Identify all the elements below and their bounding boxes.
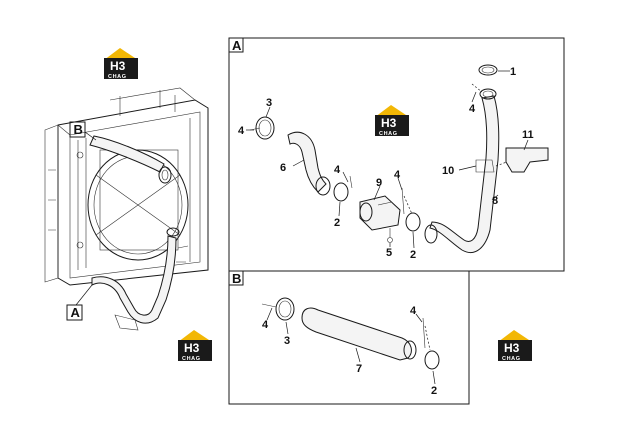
svg-text:CHAG: CHAG [502,356,521,362]
panel-a-label-5: 6 [280,162,286,174]
svg-text:CHAG: CHAG [379,131,398,137]
panel-a-label-3: 3 [266,97,272,109]
overview-callout-a: A [66,284,93,321]
svg-text:H3: H3 [110,59,126,73]
callout-b-letter: B [74,122,83,137]
radiator-overview [44,87,209,331]
panel-a-label-1: 1 [510,66,516,78]
panel-b-label-2: 3 [284,335,290,347]
watermark-logo-bottom-right: H3 CHAG [498,330,532,362]
panel-a-label-9: 2 [334,217,340,229]
panel-b-label-4: 7 [356,363,362,375]
panel-a-label-4: 4 [238,125,245,137]
svg-text:H3: H3 [504,341,520,355]
panel-a-label-6: 4 [334,164,341,176]
svg-text:CHAG: CHAG [182,356,201,362]
panel-a-label-13: 11 [522,129,534,141]
watermark-logo-top-left: H3 CHAG [104,48,138,80]
panel-a-label-11: 2 [410,249,416,261]
panel-a: A [228,37,565,272]
panel-b: B 4 3 4 7 2 [228,270,470,405]
panel-a-label-14: 8 [492,195,498,207]
svg-text:CHAG: CHAG [108,74,127,80]
panel-a-label-10: 5 [386,247,392,259]
svg-text:H3: H3 [381,116,397,130]
panel-b-label-5: 2 [431,385,437,397]
svg-text:H3: H3 [184,341,200,355]
panel-a-label-8: 4 [394,169,401,181]
overview-callout-b: B [69,121,97,141]
panel-a-letter: A [232,38,242,53]
panel-a-label-7: 9 [376,177,382,189]
panel-a-label-12: 10 [442,165,454,177]
panel-b-label-1: 4 [262,319,269,331]
watermark-logo-panel-a: H3 CHAG [375,105,409,137]
panel-b-letter: B [232,271,241,286]
callout-a-letter: A [71,305,81,320]
panel-a-label-2: 4 [469,103,476,115]
panel-b-label-3: 4 [410,305,417,317]
watermark-logo-bottom-left: H3 CHAG [178,330,212,362]
